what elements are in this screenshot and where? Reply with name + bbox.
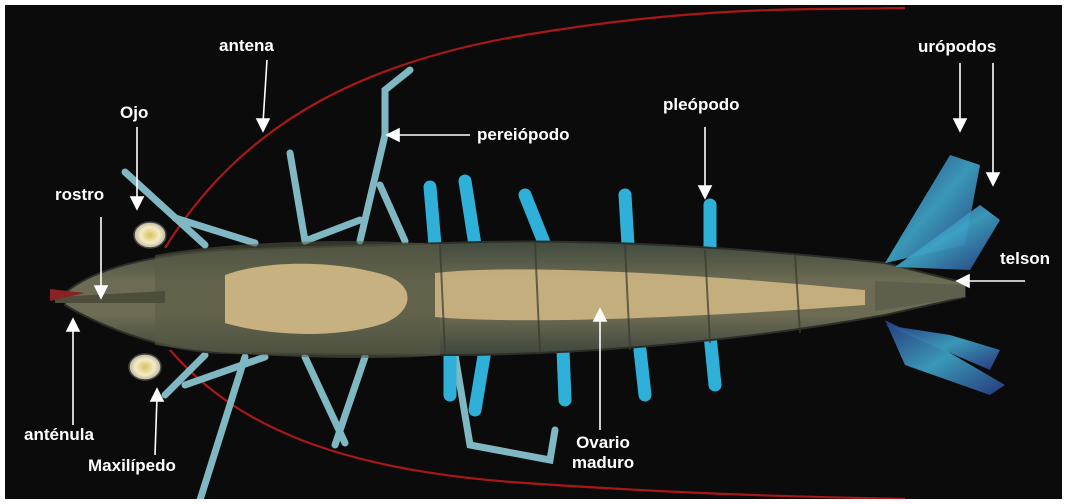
label-ovario-line2: maduro	[563, 453, 643, 473]
label-maxilipedo: Maxilípedo	[88, 456, 176, 476]
shrimp-illustration	[5, 5, 1062, 499]
label-uropodos: urópodos	[918, 37, 996, 57]
label-ojo: Ojo	[120, 103, 148, 123]
photo-panel: antena Ojo rostro anténula Maxilípedo pe…	[5, 5, 1062, 499]
ovary	[225, 264, 408, 334]
label-pleopodo: pleópodo	[663, 95, 739, 115]
label-telson: telson	[1000, 249, 1050, 269]
antenna-lower	[170, 350, 905, 499]
pereiopods-lower	[165, 355, 555, 499]
label-antenula: anténula	[24, 425, 94, 445]
label-pereiopodo: pereiópodo	[477, 125, 570, 145]
label-antena: antena	[219, 36, 274, 56]
pereiopods-upper	[125, 70, 410, 245]
label-ovario-maduro: Ovario maduro	[563, 433, 643, 473]
eye-upper	[134, 222, 166, 248]
eye-lower	[129, 354, 161, 380]
label-rostro: rostro	[55, 185, 104, 205]
label-ovario-line1: Ovario	[563, 433, 643, 453]
